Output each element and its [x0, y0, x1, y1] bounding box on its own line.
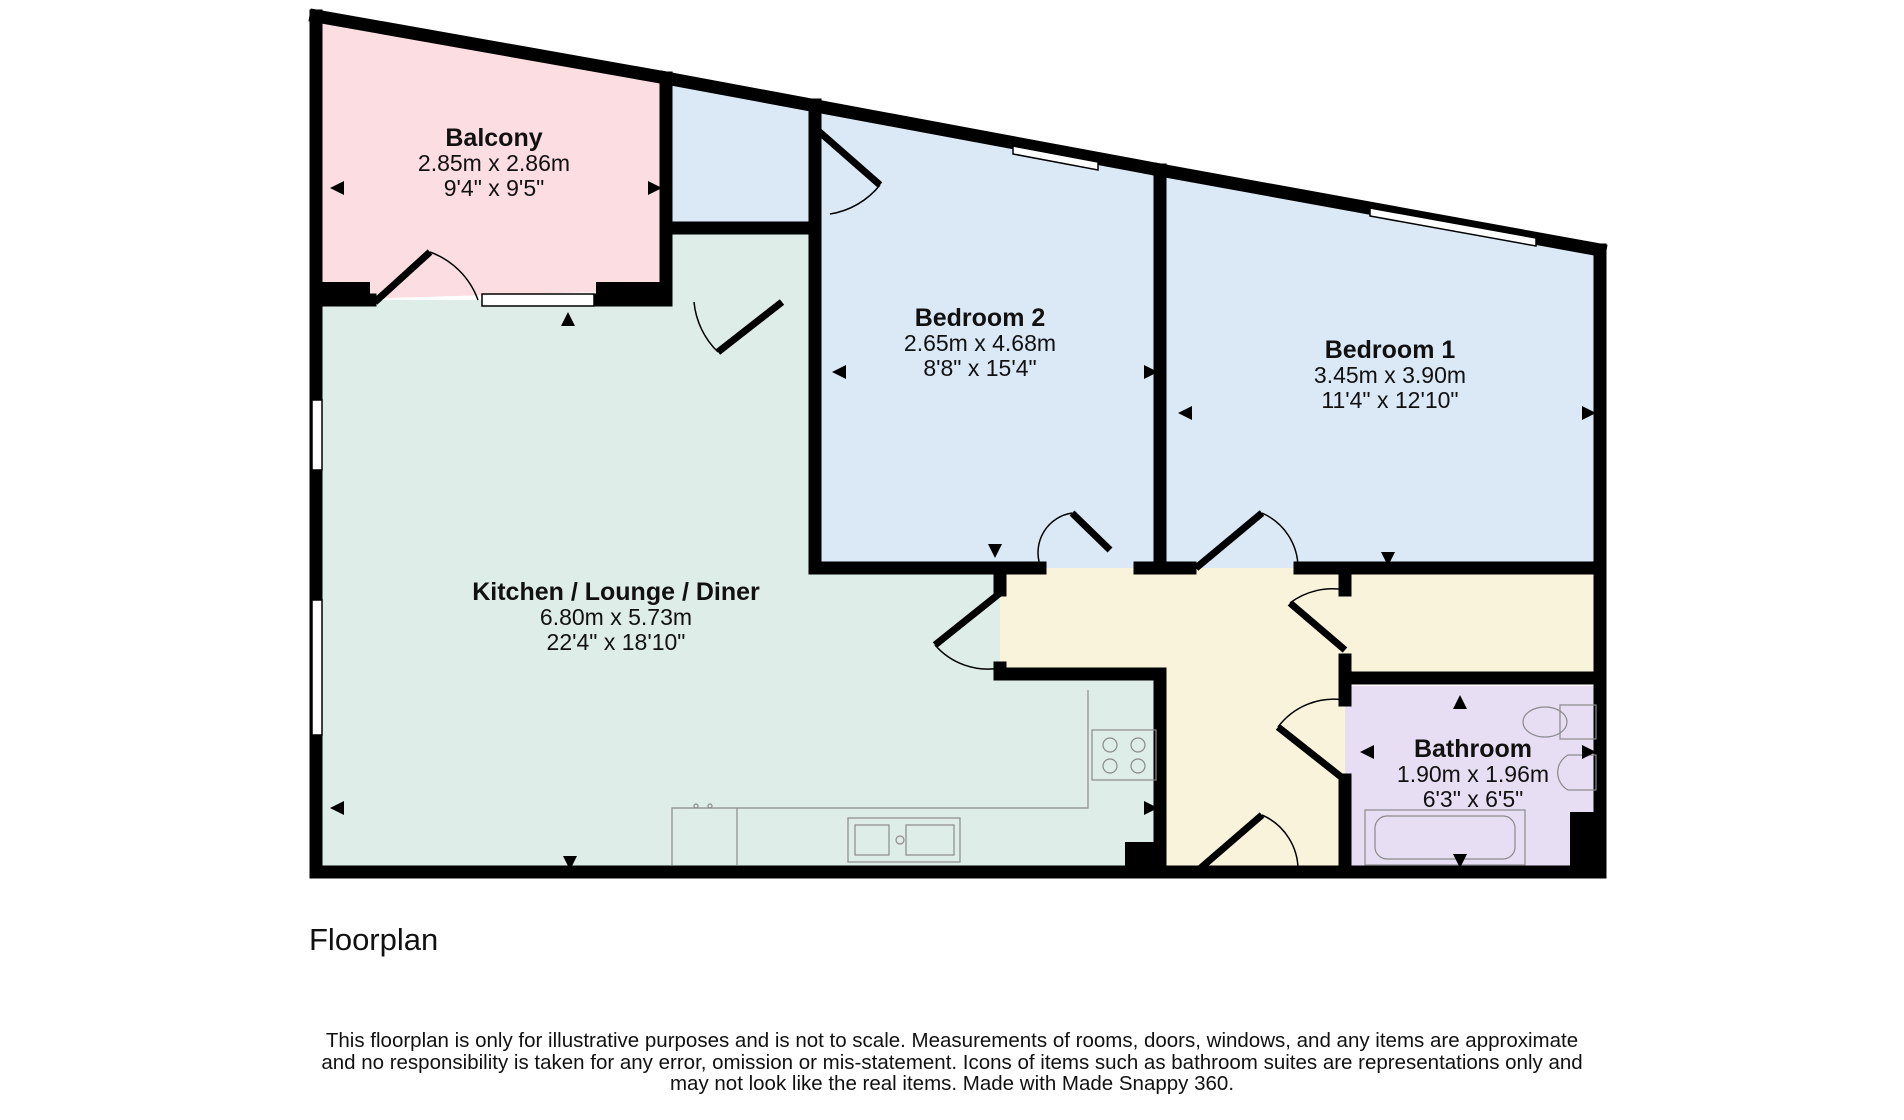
- disclaimer-line-2: and no responsibility is taken for any e…: [321, 1050, 1583, 1074]
- bedroom-2-imperial: 8'8" x 15'4": [923, 355, 1036, 381]
- bathroom-imperial: 6'3" x 6'5": [1423, 786, 1524, 812]
- balcony-area: [316, 16, 666, 300]
- balcony-metric: 2.85m x 2.86m: [418, 150, 570, 176]
- hallway-area: [1000, 568, 1600, 872]
- disclaimer-line-1: This floorplan is only for illustrative …: [325, 1029, 1579, 1052]
- bathroom-name: Bathroom: [1414, 735, 1532, 763]
- store-area: [666, 78, 815, 228]
- bathroom-fixtures: [1364, 704, 1597, 866]
- kitchen-lounge-diner-area: [316, 228, 1160, 872]
- balcony-name: Balcony: [445, 124, 542, 152]
- bathroom-area: [1345, 686, 1600, 872]
- disclaimer: This floorplan is only for illustrative …: [150, 1030, 1754, 1095]
- bedroom-1-name: Bedroom 1: [1325, 336, 1456, 364]
- kitchen-metric: 6.80m x 5.73m: [540, 604, 692, 630]
- doors: [372, 125, 1348, 875]
- bedroom-2-area: [815, 105, 1160, 568]
- wall-blocks: [316, 282, 1600, 872]
- bedroom-2-name: Bedroom 2: [915, 304, 1046, 332]
- windows: [311, 145, 1537, 736]
- kitchen-name: Kitchen / Lounge / Diner: [472, 578, 760, 606]
- dimension-arrows: [330, 181, 1596, 870]
- bedroom-1-area: [1160, 170, 1600, 568]
- disclaimer-line-3: may not look like the real items. Made w…: [669, 1072, 1235, 1095]
- bedroom-1-metric: 3.45m x 3.90m: [1314, 362, 1466, 388]
- balcony-imperial: 9'4" x 9'5": [444, 175, 545, 201]
- bedroom-2-metric: 2.65m x 4.68m: [904, 330, 1056, 356]
- kitchen-imperial: 22'4" x 18'10": [547, 629, 686, 655]
- floorplan-caption: Floorplan: [309, 922, 439, 957]
- bedroom-1-imperial: 11'4" x 12'10": [1321, 387, 1458, 413]
- bathroom-metric: 1.90m x 1.96m: [1397, 761, 1549, 787]
- kitchen-fixtures: [671, 690, 1157, 865]
